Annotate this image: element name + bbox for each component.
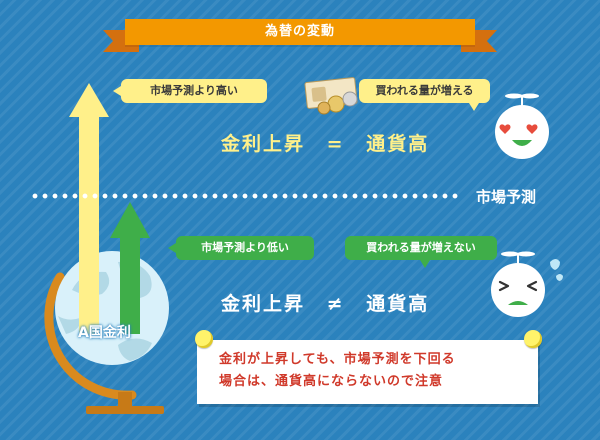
equation-lower: 金利上昇 ≠ 通貨高: [221, 289, 429, 316]
pin-right: [524, 330, 542, 348]
bubble-lower-than-forecast: 市場予測より低い: [168, 236, 314, 260]
market-lower-arrow: [110, 202, 150, 334]
bubble-demand-increases: 買われる量が増える: [359, 79, 490, 111]
money-icon: [304, 77, 358, 115]
bubble-higher-than-forecast: 市場予測より高い: [113, 79, 267, 103]
caution-note-line-2: 場合は、通貨高にならないので注意: [219, 374, 444, 389]
bubble-demand-not-increase: 買われる量が増えない: [345, 236, 497, 268]
happy-face-icon: [495, 93, 549, 159]
worried-face-icon: [491, 251, 563, 317]
equation-lower-right: 通貨高: [366, 293, 430, 315]
market-forecast-label: 市場予測: [476, 188, 537, 206]
equation-upper: 金利上昇 = 通貨高: [221, 129, 429, 156]
caution-note: 金利が上昇しても、市場予測を下回る 場合は、通貨高にならないので注意: [197, 340, 538, 404]
caution-note-line-1: 金利が上昇しても、市場予測を下回る: [219, 352, 456, 367]
equation-lower-operator: ≠: [326, 293, 345, 315]
equation-lower-left: 金利上昇: [221, 293, 306, 315]
page-title: 為替の変動: [125, 19, 475, 45]
pin-left: [195, 330, 213, 348]
market-forecast-line: [30, 193, 462, 199]
globe-label: A国金利: [78, 325, 131, 341]
equation-upper-right: 通貨高: [366, 133, 430, 155]
market-higher-arrow: [69, 83, 109, 334]
equation-upper-left: 金利上昇: [221, 133, 306, 155]
equation-upper-operator: =: [326, 133, 345, 155]
